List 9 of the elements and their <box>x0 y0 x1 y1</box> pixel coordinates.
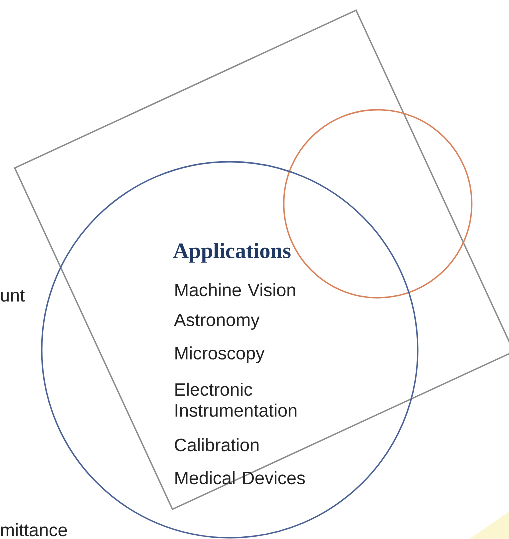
list-item: Astronomy <box>174 314 260 330</box>
text-fragment: mittance <box>1 523 68 537</box>
text-fragment: unt <box>1 290 25 302</box>
list-item: Microscopy <box>176 346 265 364</box>
list-item: Medical Devices <box>176 471 306 485</box>
list-item: Calibration <box>175 438 259 452</box>
list-item: Machine Vision <box>176 283 296 297</box>
heading: Applications <box>173 243 291 263</box>
list-item: Electronic Instrumentation <box>176 382 297 418</box>
